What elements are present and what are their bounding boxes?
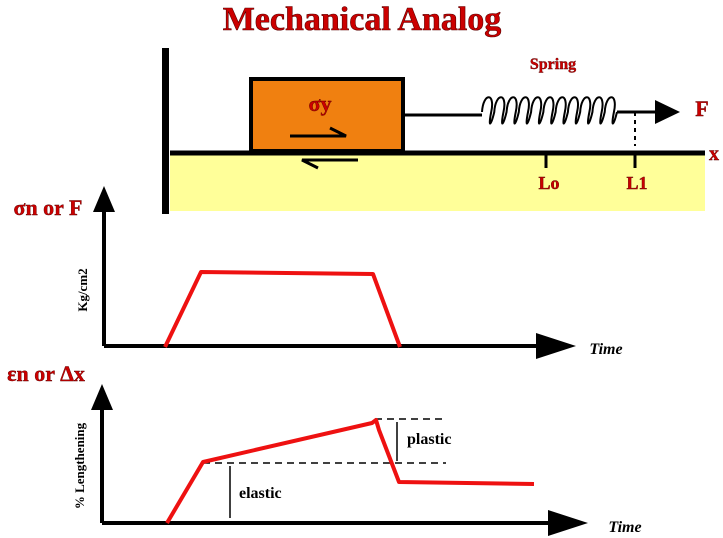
fixed-wall — [162, 48, 169, 214]
ground-slab — [170, 153, 705, 211]
stress-plot: σn or F Time Kg/cm2 — [13, 186, 623, 359]
strain-x-label: Time — [608, 519, 641, 536]
ground-slip-arrow — [301, 158, 358, 170]
strain-y-label: % Lengthening — [72, 422, 87, 509]
strain-plot: εn or Δx Time % Lengthening plastic elas… — [7, 361, 642, 536]
analog-apparatus: σy Spring F x Lo L1 — [162, 48, 719, 214]
stress-symbol-label: σn or F — [13, 195, 82, 220]
stress-x-label: Time — [589, 341, 622, 358]
elastic-label: elastic — [239, 485, 282, 502]
force-arrow-head — [655, 100, 680, 124]
spring-label: Spring — [530, 56, 576, 73]
stress-x-axis-arrowhead — [536, 333, 576, 359]
strain-symbol-label: εn or Δx — [7, 361, 85, 386]
lo-label: Lo — [538, 173, 559, 193]
diagram-title: Mechanical Analog — [223, 1, 502, 38]
stress-curve — [163, 270, 402, 348]
stress-y-axis-arrowhead — [93, 186, 115, 212]
force-label: F — [695, 96, 708, 121]
strain-x-axis-arrowhead — [548, 510, 588, 536]
plastic-label: plastic — [407, 431, 451, 448]
strain-curve — [165, 418, 535, 525]
x-axis-label: x — [709, 143, 719, 165]
block-slip-arrow — [290, 126, 347, 138]
block-label-sigma-y: σy — [309, 91, 332, 116]
strain-y-axis-arrowhead — [91, 384, 113, 410]
spring-coil — [481, 96, 618, 125]
l1-label: L1 — [626, 173, 647, 193]
stress-y-label: Kg/cm2 — [75, 268, 90, 311]
